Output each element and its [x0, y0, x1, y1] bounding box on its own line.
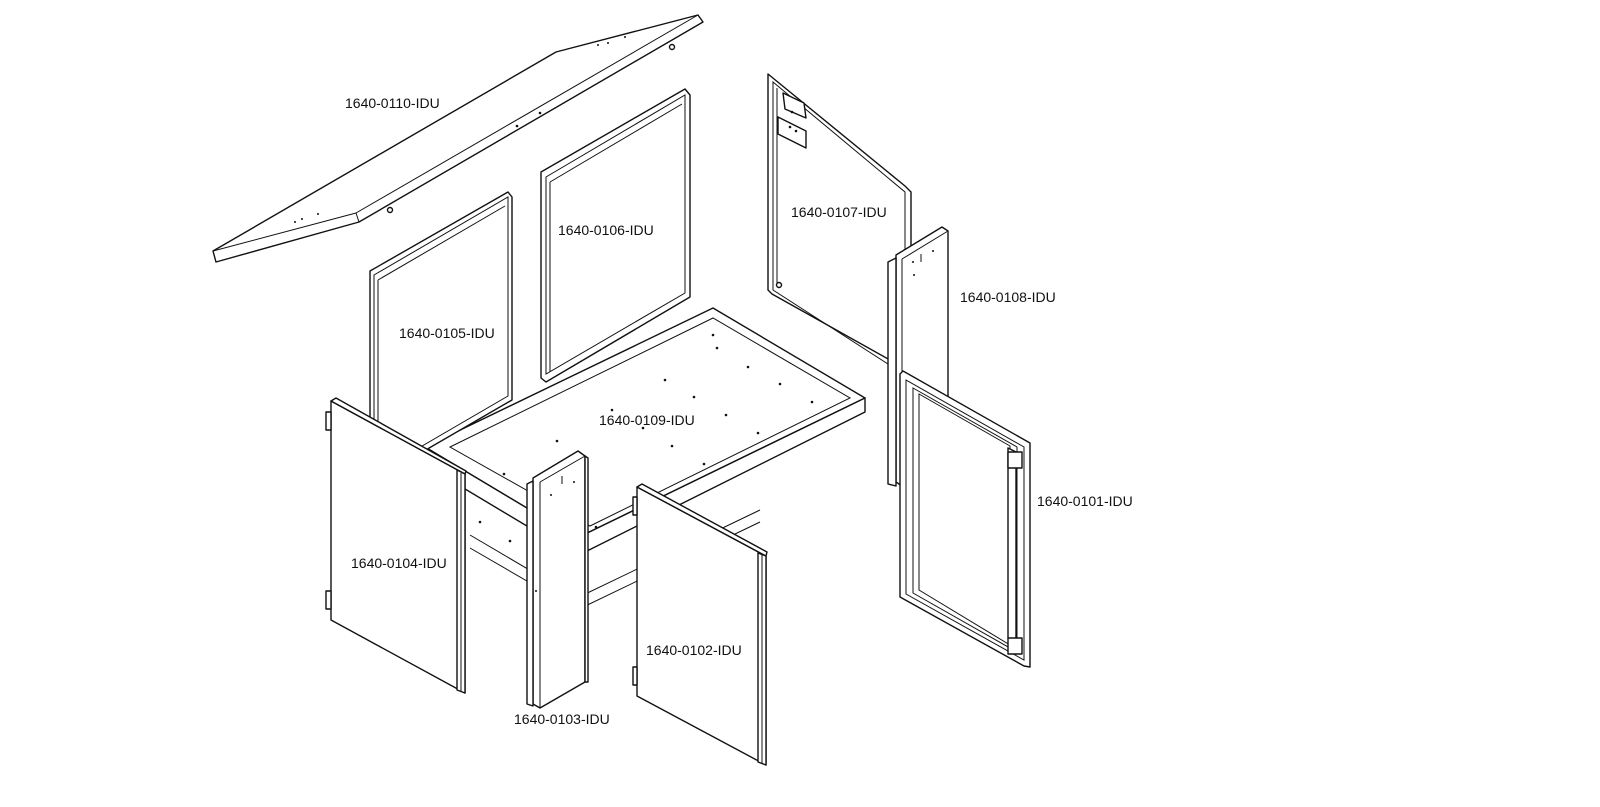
- part-label-0106: 1640-0106-IDU: [558, 222, 654, 238]
- part-label-0102: 1640-0102-IDU: [646, 642, 742, 658]
- part-label-0105: 1640-0105-IDU: [399, 325, 495, 341]
- door-frame-0101: [899, 370, 1031, 668]
- frame-panel-0106: [540, 88, 691, 383]
- gable-panel-0107: [767, 73, 912, 385]
- part-label-0110: 1640-0110-IDU: [345, 95, 440, 111]
- frame-panel-0105: [369, 191, 513, 481]
- roof-panel-0110: [212, 14, 704, 263]
- side-panel-0104: [325, 397, 467, 694]
- part-label-0108: 1640-0108-IDU: [960, 289, 1056, 305]
- post-panel-0103: [526, 450, 589, 709]
- side-panel-0102: [632, 483, 768, 766]
- part-label-0109: 1640-0109-IDU: [599, 412, 695, 428]
- part-label-0103: 1640-0103-IDU: [514, 711, 610, 727]
- part-label-0107: 1640-0107-IDU: [791, 204, 887, 220]
- part-label-0101: 1640-0101-IDU: [1037, 493, 1133, 509]
- part-label-0104: 1640-0104-IDU: [351, 555, 447, 571]
